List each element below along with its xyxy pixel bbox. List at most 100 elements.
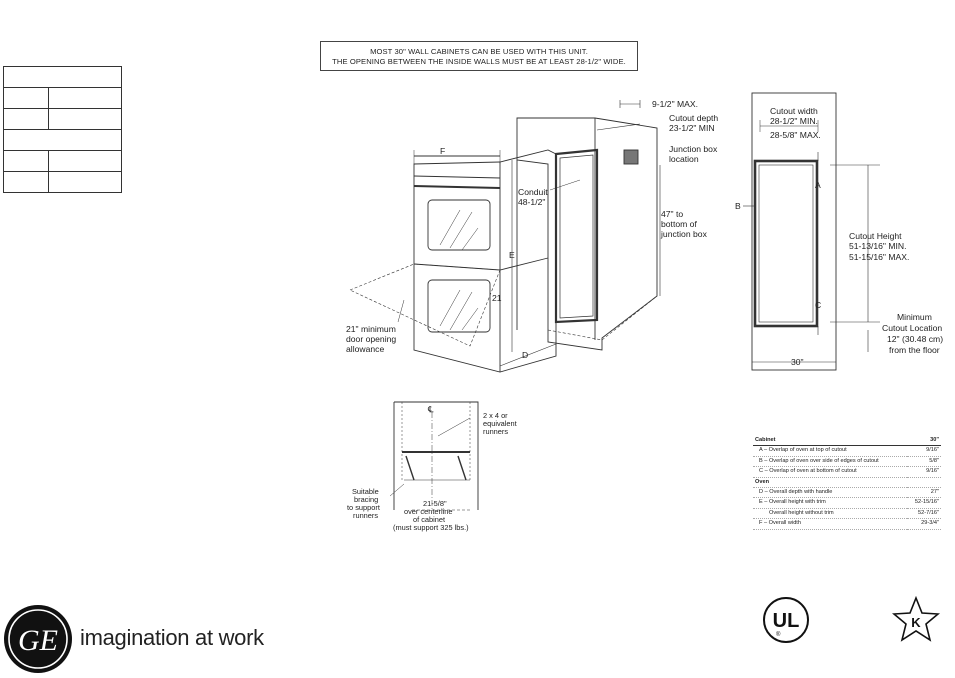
label-cutout-height-3: 51-15/16" MAX. [849,252,909,262]
label-dim-d: D [522,350,528,360]
label-cutout-height-1: Cutout Height [849,231,902,241]
ge-logo-icon: GE [4,605,72,673]
star-k-kosher-icon: K [892,596,940,642]
runner-inner-walls [401,402,471,482]
label-centerline: ℄ [427,404,434,414]
bracing [405,455,467,481]
label-cutout-width-3: 28-5/8" MAX. [770,130,821,140]
front-elevation-outline [751,92,837,371]
spec-header-label: Cabinet [753,436,908,447]
label-dim-a: A [815,180,821,190]
label-cutout-depth-2: 23-1/2" MIN [669,123,715,133]
label-dim-b: B [735,201,741,211]
ul-mark-text: UL [773,610,800,632]
spec-row-value: 52-15/16" [907,497,941,509]
oven-body [413,149,557,373]
oven-control-panel [413,185,501,189]
dim-cutout-depth [596,123,641,131]
label-min-location-1: Minimum [897,312,932,322]
label-center-1: 21-5/8" [423,499,447,508]
lower-oven-window [427,279,491,333]
label-junction-h-1: 47" to [661,209,683,219]
cabinet-cutout [554,148,599,324]
dim-d-line [499,343,557,367]
label-bracing-2: bracing [354,495,378,504]
cutout-height-ticks [830,164,880,323]
label-dim-c: C [815,300,821,310]
ul-reg-mark: ® [776,631,781,638]
spec-row: B – Overlap of oven over side of edges o… [753,456,941,468]
front-cutout [753,159,819,328]
bracing-leader [389,483,405,497]
spec-row-value: 29-3/4" [907,518,941,530]
label-center-2: over centerline [404,507,452,516]
spec-row: A – Overlap of oven at top of cutout 9/1… [753,445,941,457]
spec-row-label: B – Overlap of oven over side of edges o… [753,456,908,468]
label-dim-f: F [440,146,445,156]
upper-oven-window [427,199,491,251]
spec-section-row: Oven [753,477,941,489]
label-conduit-1: Conduit [518,187,548,197]
spec-row-label: C – Overlap of oven at bottom of cutout [753,466,908,478]
label-runners-1: 2 x 4 or [483,411,508,420]
dim-max-depth [619,100,641,108]
junction-box [623,149,639,165]
label-max-depth: 9-1/2" MAX. [652,99,698,109]
label-door-allowance-1: 21" minimum [346,324,396,334]
cabinet-bottom-dashed [547,295,658,341]
brand-tagline: imagination at work [80,625,264,650]
grid-cell [3,108,49,130]
label-min-location-4: from the floor [889,345,940,355]
spec-row-label: E – Overall height with trim [753,497,908,509]
label-dim-e: E [509,250,515,260]
grid-cell [3,171,49,193]
runners-leader [437,417,471,437]
label-junction-h-2: bottom of [661,219,697,229]
spec-section-empty [907,477,941,489]
blank-grid-table [3,66,122,193]
cutout-inner [559,154,594,319]
label-width-30: 30" [791,357,804,367]
window-glare [439,209,479,251]
spec-row-value: 9/16" [907,445,941,457]
door-allowance-leader [397,299,405,323]
spec-section-label: Oven [753,477,908,489]
star-k-text: K [911,615,921,630]
ul-certification-icon: UL ® [763,597,809,643]
spec-header-row: Cabinet 30" [753,436,941,447]
dim-f-ticks [413,150,501,164]
label-bracing-1: Suitable [352,487,379,496]
grid-cell [48,108,122,130]
grid-cell [3,129,122,151]
grid-cell [3,87,49,109]
window-glare [439,289,479,331]
spec-row-value: 5/8" [907,456,941,468]
label-door-allowance-3: allowance [346,344,384,354]
spec-row-value: 52-7/16" [907,508,941,520]
dimension-spec-table: Cabinet 30" A – Overlap of oven at top o… [753,436,941,530]
label-cutout-height-2: 51-13/16" MIN. [849,241,907,251]
spec-row: E – Overall height with trim 52-15/16" [753,497,941,509]
spec-row: C – Overlap of oven at bottom of cutout … [753,466,941,478]
cabinet-notice: MOST 30" WALL CABINETS CAN BE USED WITH … [320,41,638,71]
label-center-3: of cabinet [413,515,445,524]
spec-row-value: 9/16" [907,466,941,478]
spec-row: D – Overall depth with handle 27" [753,487,941,499]
notice-line-1: MOST 30" WALL CABINETS CAN BE USED WITH … [370,47,588,56]
grid-cell [3,150,49,172]
installation-diagram: 9-1/2" MAX. Cutout depth 23-1/2" MIN Jun… [346,92,943,532]
label-runners-2: equivalent [483,419,517,428]
spec-row-label: F – Overall width [753,518,908,530]
spec-row-value: 27" [907,487,941,499]
cabinet-outline [516,117,658,351]
spec-row-label: Overall height without trim [753,508,908,520]
label-bracing-4: runners [353,511,378,520]
label-bracing-3: to support [347,503,380,512]
grid-cell [48,171,122,193]
ge-logo-text: GE [18,624,58,657]
notice-line-2: THE OPENING BETWEEN THE INSIDE WALLS MUS… [332,57,626,66]
spec-row: F – Overall width 29-3/4" [753,518,941,530]
label-cutout-width-1: Cutout width [770,106,818,116]
label-door-21: 21 [492,293,502,303]
label-cutout-depth-1: Cutout depth [669,113,718,123]
